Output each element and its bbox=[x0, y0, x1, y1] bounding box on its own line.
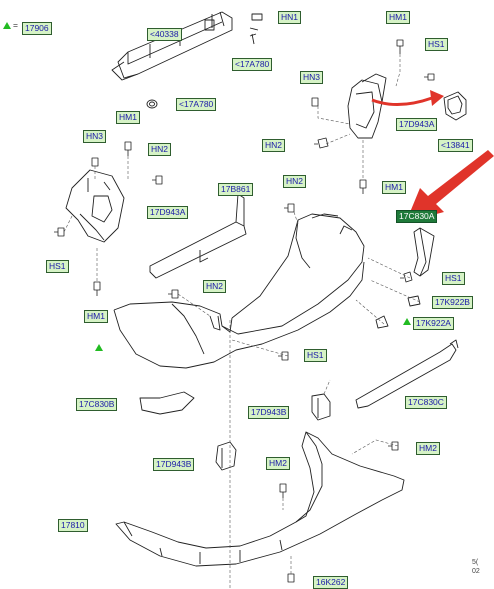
callout-hs1-topright[interactable]: HS1 bbox=[425, 38, 448, 51]
callout-17d943a-right[interactable]: 17D943A bbox=[396, 118, 438, 131]
trim-strip-upper-part bbox=[149, 193, 247, 279]
triangle-marker-17k922a bbox=[403, 318, 411, 325]
callout-hm1-topright[interactable]: HM1 bbox=[386, 11, 410, 24]
callout-hn2-right[interactable]: HN2 bbox=[262, 139, 286, 152]
callout-hs1-left[interactable]: HS1 bbox=[46, 260, 69, 273]
bracket-right-part bbox=[347, 73, 387, 139]
reinforcement-beam-part bbox=[111, 11, 233, 81]
corner-line-2: 02 bbox=[472, 568, 480, 575]
lower-valance-part bbox=[115, 431, 405, 567]
bracket-b-upper-part bbox=[311, 393, 331, 421]
bracket-b-lower-part bbox=[215, 441, 237, 471]
small-screw-part bbox=[249, 27, 259, 45]
legend-triangle-icon bbox=[3, 22, 11, 29]
corner-reference-text: 5( 02 bbox=[472, 558, 480, 576]
callout-13841[interactable]: <13841 bbox=[438, 139, 473, 152]
red-curved-arrow bbox=[371, 90, 444, 106]
callout-hm2-lower[interactable]: HM2 bbox=[266, 457, 290, 470]
callout-40338[interactable]: <40338 bbox=[147, 28, 182, 41]
bolt-part bbox=[251, 13, 263, 21]
callout-hm1-left[interactable]: HM1 bbox=[116, 111, 140, 124]
callout-hm2-right[interactable]: HM2 bbox=[416, 442, 440, 455]
callout-hs1-right[interactable]: HS1 bbox=[442, 272, 465, 285]
tow-cover-part bbox=[443, 91, 467, 121]
callout-hn3-left[interactable]: HN3 bbox=[83, 130, 107, 143]
callout-16k262[interactable]: 16K262 bbox=[313, 576, 349, 589]
callout-hn3-right[interactable]: HN3 bbox=[300, 71, 324, 84]
callout-17d943b-upper[interactable]: 17D943B bbox=[248, 406, 290, 419]
fasteners bbox=[54, 39, 435, 583]
corner-line-1: 5( bbox=[472, 559, 479, 566]
bumper-cover-part bbox=[113, 213, 365, 369]
callout-hn2-mid[interactable]: HN2 bbox=[203, 280, 227, 293]
clip-b-part bbox=[407, 295, 421, 307]
triangle-marker-bumper bbox=[95, 344, 103, 351]
callout-hn1-top[interactable]: HN1 bbox=[278, 11, 302, 24]
callout-17c830b[interactable]: 17C830B bbox=[76, 398, 118, 411]
callout-hn2-left[interactable]: HN2 bbox=[148, 143, 172, 156]
callout-hs1-mid[interactable]: HS1 bbox=[304, 349, 327, 362]
callout-17c830c[interactable]: 17C830C bbox=[405, 396, 447, 409]
reflector-a-part bbox=[413, 227, 435, 277]
clip-a-part bbox=[375, 315, 389, 329]
ref-17906[interactable]: 17906 bbox=[22, 22, 52, 35]
callout-17a780-mid[interactable]: <17A780 bbox=[176, 98, 217, 111]
callout-hm1-leftlow[interactable]: HM1 bbox=[84, 310, 108, 323]
callout-17c830a-highlighted[interactable]: 17C830A bbox=[396, 210, 438, 223]
callout-17b861[interactable]: 17B861 bbox=[218, 183, 254, 196]
callout-17a780-top[interactable]: <17A780 bbox=[232, 58, 273, 71]
callout-17810[interactable]: 17810 bbox=[58, 519, 88, 532]
callout-17d943a-left[interactable]: 17D943A bbox=[147, 206, 189, 219]
callout-17k922b[interactable]: 17K922B bbox=[432, 296, 473, 309]
red-pointer-arrow bbox=[406, 150, 494, 222]
leader-lines bbox=[63, 54, 421, 588]
callout-17k922a[interactable]: 17K922A bbox=[413, 317, 454, 330]
bracket-left-part bbox=[65, 169, 125, 243]
callout-hm1-right[interactable]: HM1 bbox=[382, 181, 406, 194]
trim-strip-right-part bbox=[355, 339, 459, 409]
trim-strip-left-part bbox=[139, 391, 195, 415]
callout-hn2-center[interactable]: HN2 bbox=[283, 175, 307, 188]
legend-equals: = bbox=[13, 20, 18, 30]
callout-17d943b-lower[interactable]: 17D943B bbox=[153, 458, 195, 471]
plug-part bbox=[146, 99, 158, 109]
